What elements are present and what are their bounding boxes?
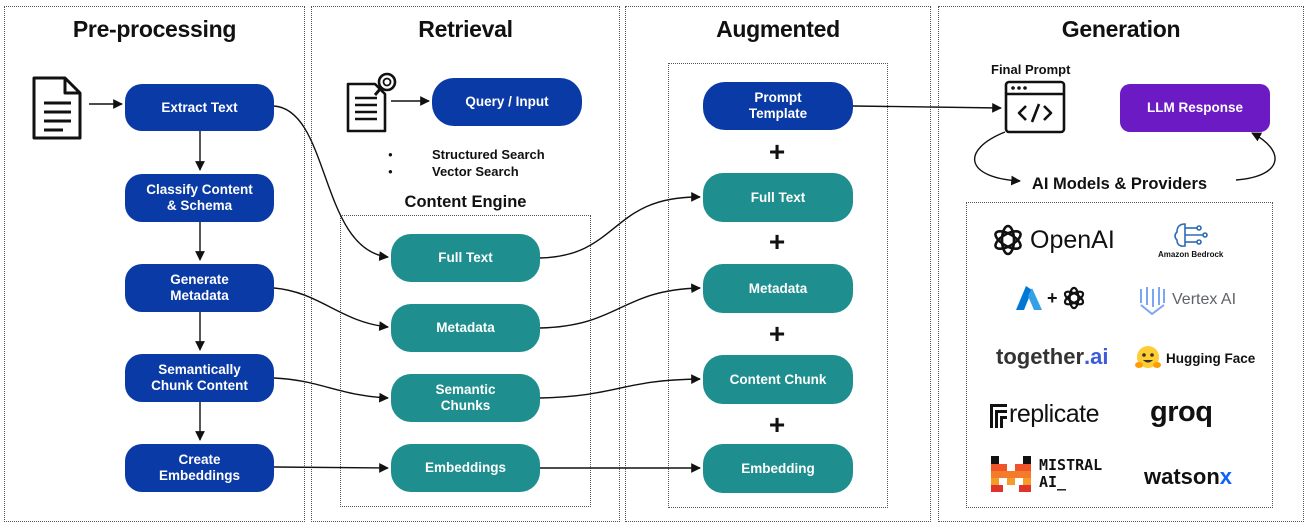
metadata-to-engine-arrow	[273, 287, 389, 331]
hugging-face-logo: Hugging Face	[1134, 344, 1255, 372]
mistral-ai-logo: MISTRAL AI_	[991, 456, 1102, 492]
embeddings-to-engine-arrow	[273, 463, 389, 473]
bedrock-name: Amazon Bedrock	[1158, 250, 1224, 259]
generate-metadata-step: Generate Metadata	[125, 264, 274, 312]
together-suffix: .ai	[1084, 344, 1109, 369]
code-window-icon	[1004, 80, 1066, 134]
search-types-list: Structured Search Vector Search	[388, 146, 545, 180]
classify-content-step: Classify Content & Schema	[125, 174, 274, 222]
augmented-title: Augmented	[716, 16, 840, 42]
bedrock-logo: Amazon Bedrock	[1158, 220, 1223, 259]
mistral-wordmark: MISTRAL AI_	[1039, 457, 1102, 491]
together-ai-logo: together.ai	[996, 344, 1108, 370]
engine-embeddings: Embeddings	[391, 444, 540, 492]
azure-openai-logo: +	[1014, 284, 1087, 312]
bedrock-icon	[1173, 223, 1208, 247]
augmented-content-chunk: Content Chunk	[703, 355, 853, 404]
query-input-node: Query / Input	[432, 78, 582, 126]
vertex-ai-logo: Vertex AI	[1138, 283, 1236, 317]
search-type-item: Vector Search	[388, 163, 545, 180]
together-name: together	[996, 344, 1084, 369]
extract-text-step: Extract Text	[125, 84, 274, 131]
providers-title: AI Models & Providers	[1031, 175, 1208, 193]
replicate-logo: replicate	[990, 400, 1100, 429]
watson-name: watson	[1144, 464, 1220, 489]
groq-logo: groq	[1150, 396, 1213, 429]
preprocessing-title: Pre-processing	[72, 16, 237, 42]
hugging-face-name: Hugging Face	[1166, 350, 1256, 366]
augmented-metadata: Metadata	[703, 264, 853, 313]
engine-semantic-chunks: Semantic Chunks	[391, 374, 540, 422]
create-embeddings-step: Create Embeddings	[125, 444, 274, 492]
vertex-name: Vertex AI	[1172, 291, 1237, 308]
chunk-to-engine-arrow	[273, 377, 389, 403]
vertex-icon	[1140, 287, 1165, 316]
azure-plus: +	[1047, 287, 1058, 308]
search-type-item: Structured Search	[388, 146, 545, 163]
prompt-template-node: Prompt Template	[703, 82, 853, 130]
providers-to-response-arrow	[1235, 132, 1276, 181]
chunks-to-augmented-arrow	[539, 374, 701, 399]
hugging-face-icon	[1135, 346, 1161, 368]
generation-column	[938, 6, 1304, 522]
plus-sign: +	[768, 409, 786, 440]
plus-sign: +	[768, 318, 786, 349]
azure-icon	[1016, 286, 1042, 310]
metadata-to-augmented-arrow	[539, 283, 701, 329]
final-to-providers-arrow	[974, 131, 1021, 186]
engine-full-text: Full Text	[391, 234, 540, 282]
prompt-to-final-arrow	[852, 102, 1002, 113]
groq-name: groq	[1150, 396, 1213, 428]
content-engine-box	[340, 215, 591, 507]
openai-icon	[1063, 286, 1084, 310]
augmented-box	[668, 63, 888, 508]
replicate-name: replicate	[1009, 400, 1100, 428]
preprocessing-column	[4, 6, 305, 522]
plus-sign: +	[768, 226, 786, 257]
engine-metadata: Metadata	[391, 304, 540, 352]
augmented-full-text: Full Text	[703, 173, 853, 222]
replicate-icon	[990, 403, 1007, 428]
final-prompt-label: Final Prompt	[991, 62, 1071, 77]
retrieval-column	[311, 6, 620, 522]
retrieval-title: Retrieval	[418, 16, 513, 42]
document-icon	[32, 76, 82, 140]
augmented-column	[625, 6, 931, 522]
augmented-embedding: Embedding	[703, 444, 853, 493]
generation-title: Generation	[1061, 16, 1181, 42]
openai-logo: OpenAI	[990, 222, 1115, 258]
mistral-name: MISTRAL	[1039, 456, 1103, 474]
plus-sign: +	[768, 136, 786, 167]
llm-response-node: LLM Response	[1120, 84, 1270, 132]
content-engine-title: Content Engine	[404, 193, 527, 211]
watson-suffix: x	[1219, 464, 1233, 489]
mistral-icon	[991, 456, 1031, 492]
chunk-content-step: Semantically Chunk Content	[125, 354, 274, 402]
document-search-icon	[346, 72, 397, 133]
fulltext-to-augmented-arrow	[539, 192, 701, 259]
extract-to-fulltext-arrow	[273, 105, 389, 261]
providers-box	[966, 202, 1273, 508]
mistral-suffix: AI_	[1039, 473, 1067, 491]
openai-name: OpenAI	[1030, 225, 1115, 254]
openai-icon	[994, 224, 1022, 256]
